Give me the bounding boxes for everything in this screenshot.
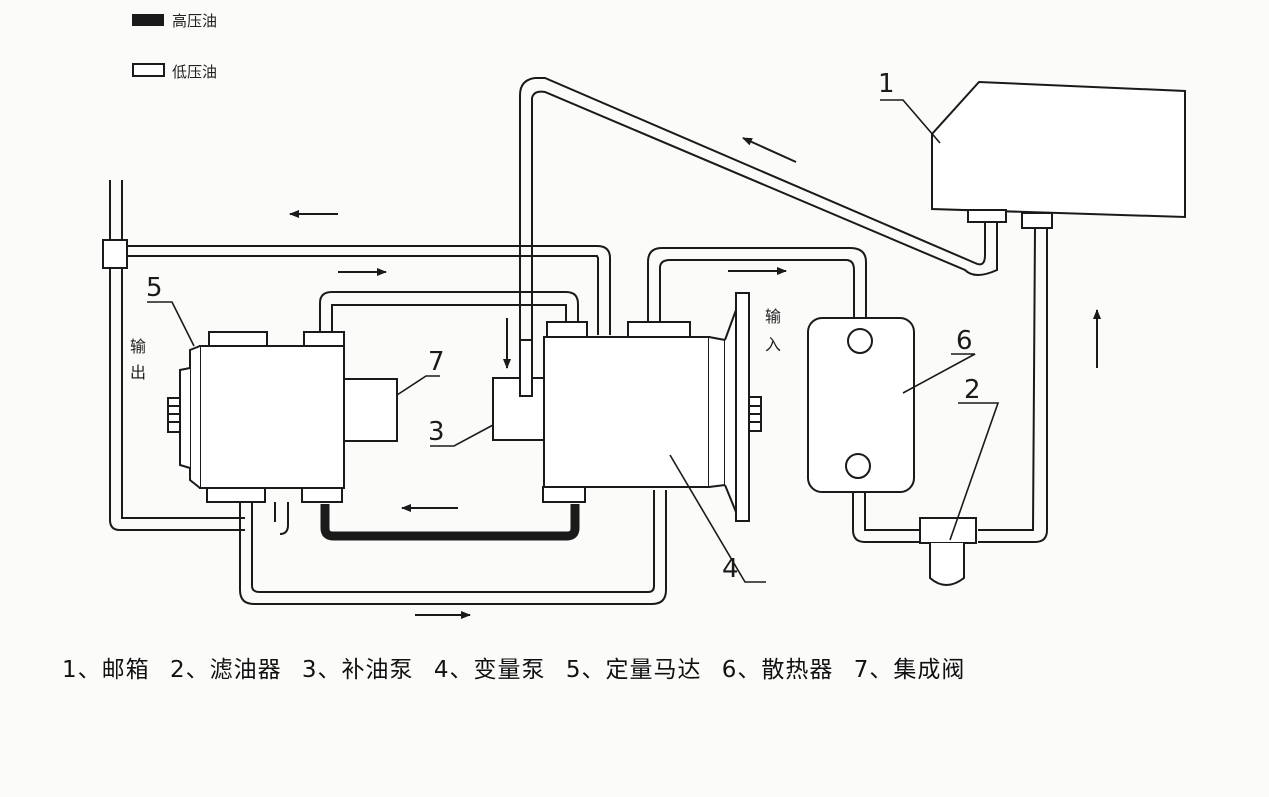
label-1: 1 bbox=[878, 69, 895, 99]
caption-item: 3、补油泵 bbox=[301, 657, 414, 683]
caption-item: 5、定量马达 bbox=[565, 657, 702, 683]
label-6: 6 bbox=[956, 326, 973, 356]
oil-tank bbox=[931, 80, 1186, 229]
motor-body bbox=[199, 345, 345, 489]
pipe-pump-radiator-outer bbox=[647, 247, 867, 325]
pipe-filter-tank-outer bbox=[978, 228, 1048, 543]
caption-item: 4、变量泵 bbox=[433, 657, 546, 683]
legend-high-pressure-label: 高压油 bbox=[172, 12, 217, 30]
label-2: 2 bbox=[964, 375, 981, 405]
label-3: 3 bbox=[428, 417, 445, 447]
tee-fitting bbox=[102, 239, 128, 269]
legend-high-pressure-swatch bbox=[132, 14, 164, 26]
pipe-motor-pump-outer bbox=[319, 291, 579, 332]
pipe-tank-return-outer bbox=[519, 77, 986, 385]
label-5: 5 bbox=[146, 273, 163, 303]
caption-item: 2、滤油器 bbox=[169, 657, 282, 683]
caption-item: 6、散热器 bbox=[721, 657, 834, 683]
variable-pump bbox=[542, 292, 762, 522]
pipe-top-outer bbox=[125, 245, 611, 335]
integrated-valve bbox=[343, 378, 398, 442]
label-7: 7 bbox=[428, 347, 445, 377]
oil-filter bbox=[919, 517, 977, 586]
output-label-2: 出 bbox=[130, 363, 146, 382]
input-flange bbox=[735, 292, 750, 522]
fixed-motor bbox=[167, 331, 345, 503]
low-pressure-pipes bbox=[109, 77, 1048, 605]
input-label-1: 输 bbox=[765, 307, 781, 326]
radiator bbox=[807, 317, 915, 493]
pipe-bottom-loop-outer bbox=[239, 490, 667, 605]
caption-item: 7、集成阀 bbox=[853, 657, 966, 683]
legend-low-pressure-label: 低压油 bbox=[172, 63, 217, 81]
tank-port-right bbox=[1021, 212, 1053, 229]
input-label-2: 入 bbox=[765, 335, 781, 354]
flow-arrows bbox=[289, 137, 1101, 619]
tank-port-left bbox=[967, 209, 1007, 223]
pipe-radiator-filter-outer bbox=[852, 475, 922, 543]
leader-lines bbox=[147, 99, 1000, 583]
high-pressure-pipe bbox=[320, 504, 580, 541]
caption-item: 1、邮箱 bbox=[62, 657, 150, 683]
legend: 高压油 低压油 bbox=[132, 12, 217, 81]
component-caption: 1、邮箱 2、滤油器 3、补油泵 4、变量泵 5、定量马达 6、散热器 7、集成… bbox=[62, 650, 977, 684]
pipe-left-outer bbox=[109, 180, 245, 531]
pump-body bbox=[543, 336, 710, 488]
label-4: 4 bbox=[722, 554, 739, 584]
legend-low-pressure-swatch bbox=[132, 63, 165, 77]
arrow-up-left-icon bbox=[742, 137, 797, 163]
output-label-1: 输 bbox=[130, 337, 146, 356]
pipe-left-inner bbox=[121, 180, 245, 519]
